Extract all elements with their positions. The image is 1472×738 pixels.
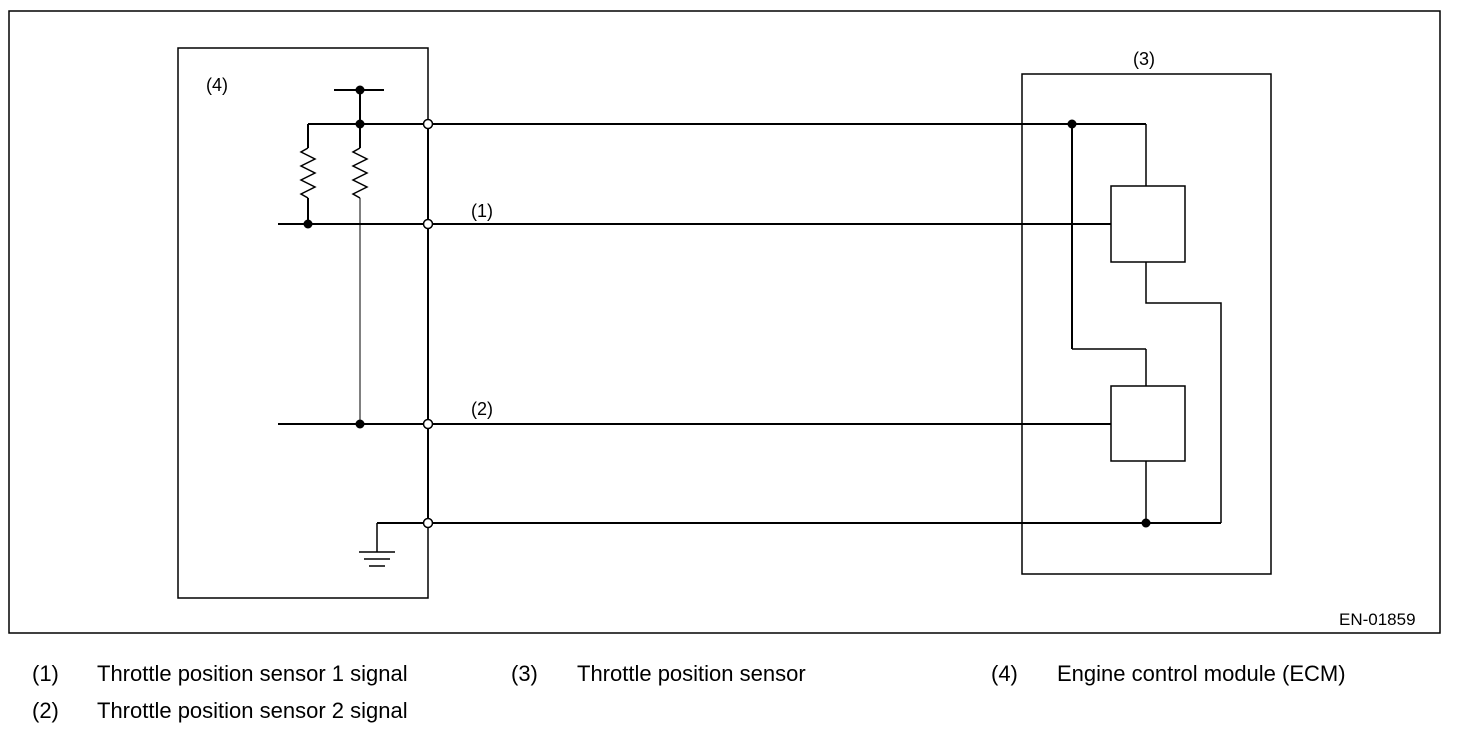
connector-terminal [422,118,434,130]
figure-code: EN-01859 [1339,610,1416,629]
resistor1-icon [299,147,317,199]
legend-number: (4) [991,661,1018,686]
connector-terminal [422,218,434,230]
label-sensor: (3) [1133,49,1155,69]
sensor-box [1021,73,1272,575]
label-signal1: (1) [471,201,493,221]
junction-dot [355,419,365,429]
junction-dot [355,85,365,95]
legend-number: (1) [32,661,59,686]
sensor2-element [1110,385,1186,462]
connector-terminal [422,418,434,430]
resistor2-icon [351,147,369,199]
junction-dot [1141,518,1151,528]
connector-terminal [422,517,434,529]
junction-dot [1067,119,1077,129]
legend-number: (2) [32,698,59,723]
label-signal2: (2) [471,399,493,419]
legend-text: Engine control module (ECM) [1057,661,1346,686]
diagram-frame [8,10,1441,634]
junction-dot [355,119,365,129]
legend-text: Throttle position sensor 2 signal [97,698,408,723]
legend-number: (3) [511,661,538,686]
label-ecm: (4) [206,75,228,95]
junction-dot [303,219,313,229]
legend-text: Throttle position sensor [577,661,806,686]
ground-return-path [1145,262,1222,523]
ground-icon [359,551,395,567]
sensor1-element [1110,185,1186,263]
legend-text: Throttle position sensor 1 signal [97,661,408,686]
ecm-box [177,47,429,599]
